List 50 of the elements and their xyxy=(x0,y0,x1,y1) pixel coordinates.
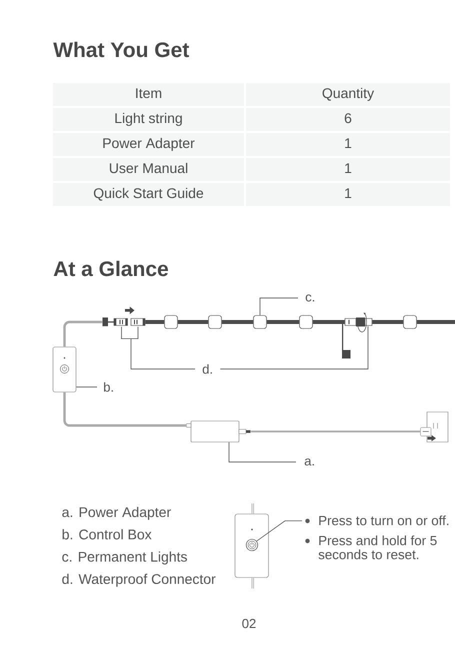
parts-list-item: c. Permanent Lights xyxy=(62,551,187,564)
light-bulb xyxy=(403,315,417,329)
leader-line xyxy=(121,326,196,370)
table-cell: 1 xyxy=(246,133,450,156)
cable xyxy=(250,430,420,432)
table-cell: Quick Start Guide xyxy=(53,183,244,206)
leader-line xyxy=(260,298,298,316)
cable xyxy=(266,320,300,324)
table-cell: 1 xyxy=(246,183,450,206)
callout-letter: b. xyxy=(104,382,113,392)
callout-letter: c. xyxy=(306,294,314,302)
callout-letter: a. xyxy=(304,458,314,466)
page-number: 02 xyxy=(242,618,256,628)
table-cell: 1 xyxy=(246,158,450,181)
leader-line xyxy=(220,326,368,370)
instruction-text: Press and hold for 5 seconds to reset. xyxy=(318,536,437,560)
light-bulb xyxy=(253,315,267,329)
cable xyxy=(145,320,164,324)
light-bulb xyxy=(299,315,313,329)
cable xyxy=(63,392,186,427)
connector xyxy=(344,318,372,326)
cable xyxy=(312,320,345,324)
leader-line xyxy=(228,442,296,462)
table-cell: User Manual xyxy=(53,158,244,181)
table-cell: 6 xyxy=(246,108,450,131)
leader-line xyxy=(256,520,302,542)
control-box xyxy=(52,346,76,392)
parts-list-item: a. Power Adapter xyxy=(62,506,171,520)
instruction-text: Press to turn on or off. xyxy=(319,516,448,526)
power-button xyxy=(246,538,258,552)
leader-line xyxy=(76,386,98,388)
cable xyxy=(416,320,455,324)
parts-list-item: b. Control Box xyxy=(62,529,152,540)
power-adapter xyxy=(186,420,250,442)
light-bulb xyxy=(164,315,178,329)
light-bulb xyxy=(208,315,222,329)
heading: At a Glance xyxy=(54,260,168,276)
cable xyxy=(372,320,404,324)
table-header: Quantity xyxy=(246,83,450,106)
heading: What You Get xyxy=(53,42,190,58)
cable xyxy=(178,320,208,324)
cable xyxy=(222,320,254,324)
cable xyxy=(63,320,102,347)
table-cell: Light string xyxy=(53,108,244,131)
table-cell: Power Adapter xyxy=(53,133,244,156)
table-header: Item xyxy=(53,83,244,106)
parts-list-item: d. Waterproof Connector xyxy=(62,574,216,587)
wall-outlet xyxy=(420,412,448,442)
callout-letter: d. xyxy=(202,364,212,374)
connector xyxy=(102,306,146,326)
